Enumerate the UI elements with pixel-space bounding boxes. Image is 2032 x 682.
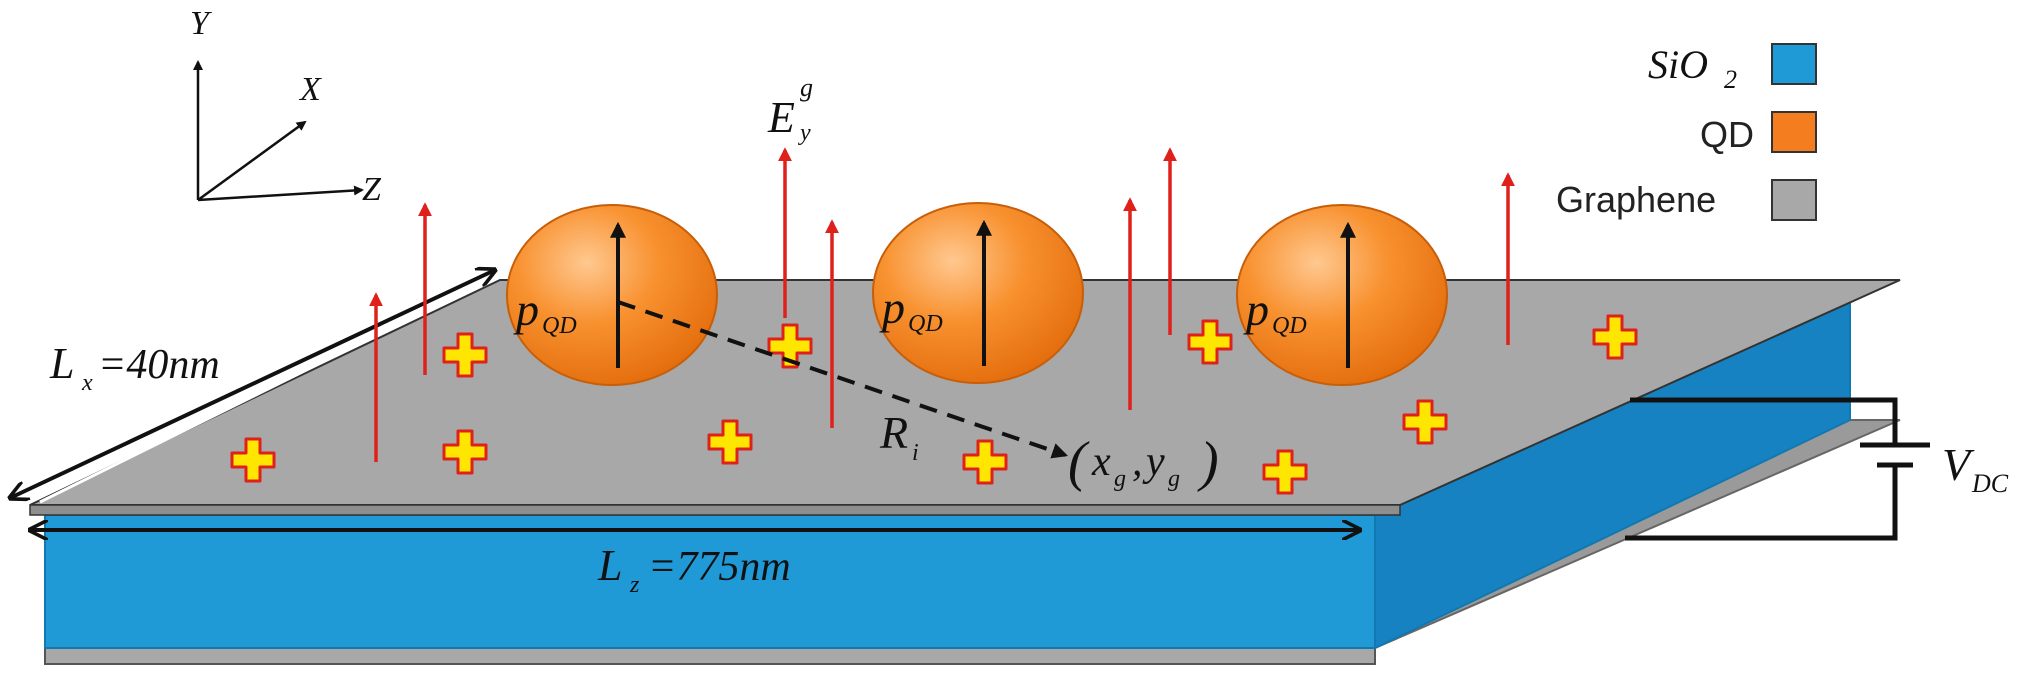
- legend-item-qd: QD: [1700, 111, 1817, 155]
- axis-label-x: X: [298, 71, 322, 108]
- positive-charge-icon: [1187, 319, 1233, 365]
- svg-text:DC: DC: [1971, 469, 2009, 498]
- positive-charge-icon: [230, 437, 276, 483]
- axis-label-y: Y: [190, 5, 212, 42]
- svg-text:(: (: [1068, 431, 1090, 493]
- positive-charge-icon: [1402, 399, 1448, 445]
- axis-label-z: Z: [362, 171, 382, 208]
- quantum-dot-sphere: [506, 204, 718, 386]
- field-label: E g y: [767, 73, 813, 146]
- legend-swatch-graphene: [1771, 179, 1817, 221]
- legend-swatch-sio2: [1771, 43, 1817, 85]
- svg-text:i: i: [912, 440, 919, 466]
- svg-text:L: L: [49, 339, 74, 388]
- positive-charge-icon: [767, 323, 813, 369]
- positive-charge-icon: [962, 439, 1008, 485]
- svg-text:x: x: [81, 370, 93, 396]
- positive-charge-icon: [707, 419, 753, 465]
- quantum-dot-sphere: [1236, 204, 1448, 386]
- svg-text:,: ,: [1132, 439, 1143, 485]
- svg-text:V: V: [1942, 439, 1975, 490]
- svg-text:2: 2: [1724, 65, 1737, 94]
- dipole-label: p: [1243, 284, 1269, 335]
- svg-text:L: L: [597, 541, 622, 590]
- svg-text:): ): [1197, 431, 1219, 493]
- dc-voltage-source: [1625, 397, 1930, 541]
- legend-item-sio2: SiO 2: [1648, 42, 1817, 94]
- legend-swatch-qd: [1771, 111, 1817, 153]
- svg-text:z: z: [629, 572, 640, 598]
- legend: SiO 2 QD Graphene: [1556, 42, 1817, 221]
- dipole-label-sub: QD: [542, 313, 577, 339]
- positive-charge-icon: [1262, 449, 1308, 495]
- quantum-dot-sphere: [872, 202, 1084, 384]
- voltage-label: V DC: [1942, 439, 2009, 498]
- svg-text:=40nm: =40nm: [98, 342, 220, 388]
- svg-text:g: g: [800, 73, 813, 102]
- dipole-label: p: [513, 284, 539, 335]
- dipole-label-sub: QD: [908, 311, 943, 337]
- point-label: ( x g , y g ): [1068, 431, 1219, 493]
- svg-text:SiO: SiO: [1648, 42, 1708, 87]
- positive-charge-icon: [1592, 314, 1638, 360]
- svg-text:y: y: [798, 120, 811, 146]
- svg-text:E: E: [767, 93, 795, 142]
- svg-text:g: g: [1114, 466, 1126, 492]
- dipole-label: p: [879, 282, 905, 333]
- lx-dimension-arrow: [10, 270, 496, 504]
- svg-text:QD: QD: [1700, 114, 1754, 155]
- dipole-label-sub: QD: [1272, 313, 1307, 339]
- svg-text:y: y: [1142, 439, 1165, 485]
- coordinate-axes: [193, 60, 364, 202]
- positive-charge-icon: [442, 332, 488, 378]
- legend-item-graphene: Graphene: [1556, 179, 1817, 221]
- svg-text:g: g: [1168, 466, 1180, 492]
- svg-text:=775nm: =775nm: [648, 544, 791, 590]
- positive-charges: [230, 314, 1638, 495]
- positive-charge-icon: [442, 429, 488, 475]
- field-arrows: [369, 147, 1515, 462]
- distance-label: R i: [879, 407, 919, 466]
- svg-text:R: R: [879, 407, 908, 458]
- svg-text:Graphene: Graphene: [1556, 179, 1716, 220]
- lz-label: L z =775nm: [597, 541, 791, 598]
- svg-text:x: x: [1091, 439, 1111, 485]
- distance-vector: [617, 300, 1069, 459]
- lx-label: L x =40nm: [49, 339, 220, 396]
